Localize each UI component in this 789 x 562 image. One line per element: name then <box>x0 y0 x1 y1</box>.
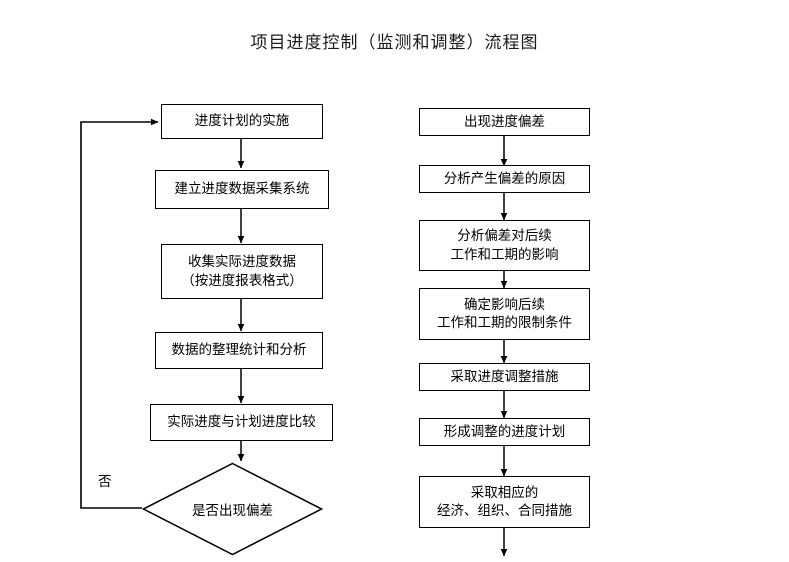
node-label-line2: 经济、组织、合同措施 <box>437 503 572 519</box>
node-take-schedule-adjustment-measures[interactable]: 采取进度调整措施 <box>419 363 590 391</box>
node-label-line2: （按进度报表格式） <box>181 272 303 289</box>
node-label-line1: 收集实际进度数据 <box>188 254 296 271</box>
node-deviation-decision[interactable]: 是否出现偏差 <box>142 462 323 556</box>
node-label-line1: 分析产生偏差的原因 <box>443 170 566 187</box>
node-label-line2: 工作和工期的影响 <box>450 246 559 263</box>
page-title: 项目进度控制（监测和调整）流程图 <box>250 33 539 53</box>
node-determine-constraints[interactable]: 确定影响后续 工作和工期的限制条件 <box>419 288 590 340</box>
diamond-shape <box>142 462 323 556</box>
node-collect-actual-progress-data[interactable]: 收集实际进度数据 （按进度报表格式） <box>161 244 323 299</box>
node-establish-data-collection-system[interactable]: 建立进度数据采集系统 <box>155 170 329 209</box>
edge-label-no: 否 <box>98 474 112 490</box>
node-data-organization-statistics-analysis[interactable]: 数据的整理统计和分析 <box>155 332 323 369</box>
node-label-line1: 数据的整理统计和分析 <box>171 342 307 359</box>
node-label-line1: 是否出现偏差 <box>192 503 273 519</box>
node-analyze-deviation-causes[interactable]: 分析产生偏差的原因 <box>419 165 590 193</box>
node-label-line1: 出现进度偏差 <box>464 113 545 130</box>
node-take-corresponding-measures[interactable]: 采取相应的 经济、组织、合同措施 <box>419 476 590 528</box>
edge-loop-no <box>80 118 159 509</box>
node-schedule-plan-implementation[interactable]: 进度计划的实施 <box>161 104 323 139</box>
node-label-line1: 建立进度数据采集系统 <box>174 181 310 198</box>
node-label-line1: 形成调整的进度计划 <box>443 423 566 440</box>
node-form-adjusted-schedule-plan[interactable]: 形成调整的进度计划 <box>419 418 590 446</box>
node-compare-actual-vs-planned[interactable]: 实际进度与计划进度比较 <box>150 404 333 441</box>
node-label-line1: 实际进度与计划进度比较 <box>167 414 316 431</box>
node-label-line1: 采取进度调整措施 <box>450 368 559 385</box>
node-schedule-deviation-occurs[interactable]: 出现进度偏差 <box>419 108 590 136</box>
node-label-line1: 进度计划的实施 <box>194 113 290 130</box>
node-label-line1: 确定影响后续 <box>464 296 545 313</box>
node-label-line1: 采取相应的 <box>470 484 539 501</box>
node-label-line1: 分析偏差对后续 <box>457 228 552 245</box>
node-label-line2: 工作和工期的限制条件 <box>437 315 572 331</box>
node-analyze-deviation-impact[interactable]: 分析偏差对后续 工作和工期的影响 <box>419 220 590 271</box>
